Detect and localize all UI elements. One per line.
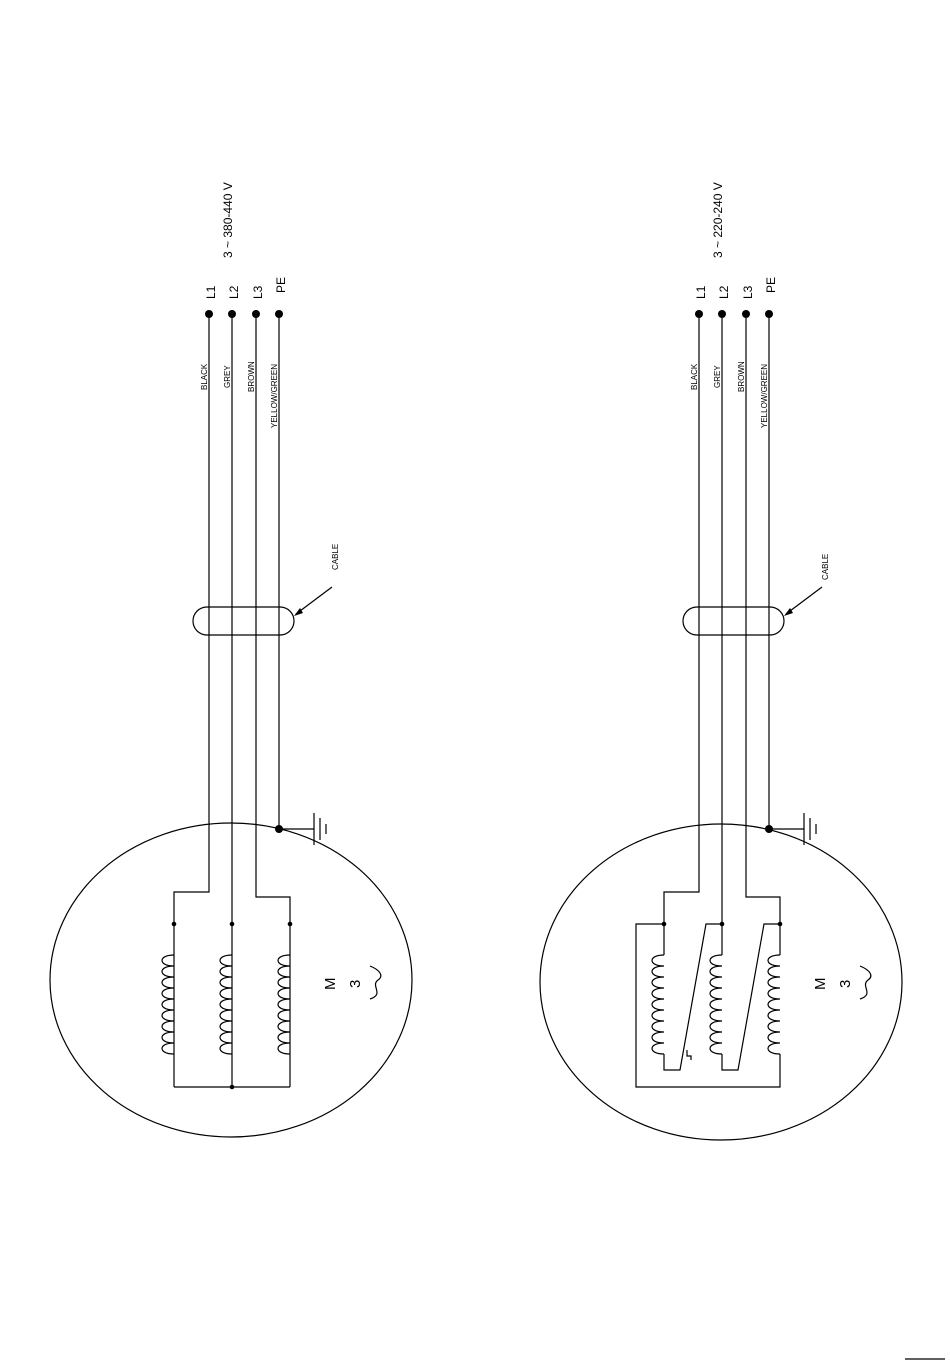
coil-icon bbox=[220, 955, 232, 1054]
cable-label: CABLE bbox=[331, 544, 340, 570]
terminal-label-pe: PE bbox=[274, 277, 288, 293]
terminal-label-l3: L3 bbox=[251, 285, 265, 299]
wire-color-brown: BROWN bbox=[737, 361, 746, 392]
junction-dot-u bbox=[662, 922, 667, 927]
junction-dot-u bbox=[172, 922, 177, 927]
coil-icon bbox=[652, 955, 664, 1054]
coil-icon bbox=[278, 955, 290, 1054]
terminal-label-l1: L1 bbox=[204, 285, 218, 299]
wire-color-yellow-green: YELLOW/GREEN bbox=[760, 364, 769, 428]
wire-color-black: BLACK bbox=[200, 363, 209, 390]
terminal-label-pe: PE bbox=[764, 277, 778, 293]
wire-color-grey: GREY bbox=[223, 365, 232, 388]
diagram-delta: 3 ~ 220-240 V L1 L2 L3 PE BLACK GREY BRO… bbox=[540, 182, 902, 1140]
terminal-label-l2: L2 bbox=[227, 285, 241, 299]
motor-phase-label: 3 bbox=[347, 980, 364, 988]
cable-label: CABLE bbox=[821, 554, 830, 580]
coil-icon bbox=[162, 955, 174, 1054]
motor-label: M bbox=[812, 978, 829, 991]
wire-color-black: BLACK bbox=[690, 363, 699, 390]
ground-icon bbox=[804, 813, 816, 845]
wire-l3 bbox=[256, 314, 290, 1087]
wire-l1 bbox=[174, 314, 209, 1087]
terminal-label-l2: L2 bbox=[717, 285, 731, 299]
junction-dot-v bbox=[230, 922, 235, 927]
ac-symbol-icon bbox=[860, 966, 871, 999]
ground-icon bbox=[314, 813, 326, 845]
delta-cross-mark bbox=[687, 1050, 691, 1060]
diagram-star: 3 ~ 380-440 V L1 L2 L3 PE BLACK GREY BRO… bbox=[50, 182, 412, 1137]
cable-pointer-line bbox=[296, 587, 332, 614]
terminal-label-l1: L1 bbox=[694, 285, 708, 299]
wire-color-grey: GREY bbox=[713, 365, 722, 388]
coil-icon bbox=[768, 955, 780, 1054]
ac-symbol-icon bbox=[370, 966, 381, 999]
voltage-label: 3 ~ 220-240 V bbox=[711, 182, 725, 258]
motor-phase-label: 3 bbox=[837, 980, 854, 988]
wire-color-yellow-green: YELLOW/GREEN bbox=[270, 364, 279, 428]
coil-icon bbox=[710, 955, 722, 1054]
junction-dot-w bbox=[288, 922, 293, 927]
junction-dot-v bbox=[720, 922, 725, 927]
wire-color-brown: BROWN bbox=[247, 361, 256, 392]
terminal-label-l3: L3 bbox=[741, 285, 755, 299]
delta-outer-link bbox=[636, 924, 780, 1087]
motor-label: M bbox=[322, 978, 339, 991]
cable-pointer-line bbox=[786, 587, 822, 614]
junction-dot-w bbox=[778, 922, 783, 927]
star-point-dot bbox=[230, 1085, 235, 1090]
voltage-label: 3 ~ 380-440 V bbox=[221, 182, 235, 258]
